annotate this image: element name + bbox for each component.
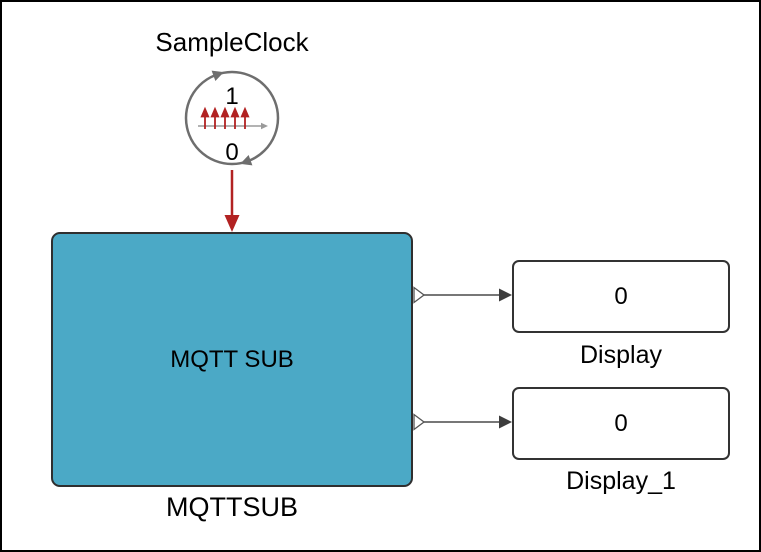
- display-1-value: 0: [614, 409, 628, 437]
- signal-arrowhead-icon: [499, 415, 512, 429]
- display-1-block-label: Display_1: [566, 467, 676, 495]
- clock-low-value: 0: [225, 139, 238, 166]
- mqtt-sub-block[interactable]: MQTT SUB: [51, 232, 413, 487]
- sampleclock-block-label: SampleClock: [155, 27, 309, 57]
- display-value: 0: [614, 282, 628, 310]
- display-block[interactable]: 0: [512, 260, 730, 333]
- clock-rotation-arrow-top-icon: [211, 70, 224, 81]
- signal-line-display-1[interactable]: [407, 409, 519, 435]
- signal-line-display[interactable]: [407, 282, 519, 308]
- clock-signal-connector[interactable]: [220, 168, 244, 234]
- signal-arrowhead-icon: [499, 288, 512, 302]
- mqtt-sub-block-title: MQTT SUB: [170, 345, 294, 373]
- clock-circle-icon: [184, 70, 280, 166]
- sampleclock-block[interactable]: 1 0: [174, 60, 290, 176]
- clock-signal-arrowhead-icon: [224, 215, 240, 232]
- display-block-label: Display: [580, 341, 662, 369]
- display-1-block[interactable]: 0: [512, 387, 730, 460]
- mqtt-sub-block-label: MQTTSUB: [166, 492, 298, 522]
- output-port-2-icon[interactable]: [413, 413, 426, 431]
- output-port-1-icon[interactable]: [413, 286, 426, 304]
- clock-rotation-arrow-bottom-icon: [240, 155, 253, 166]
- pulse-train-icon: [198, 106, 268, 130]
- clock-high-value: 1: [225, 83, 238, 110]
